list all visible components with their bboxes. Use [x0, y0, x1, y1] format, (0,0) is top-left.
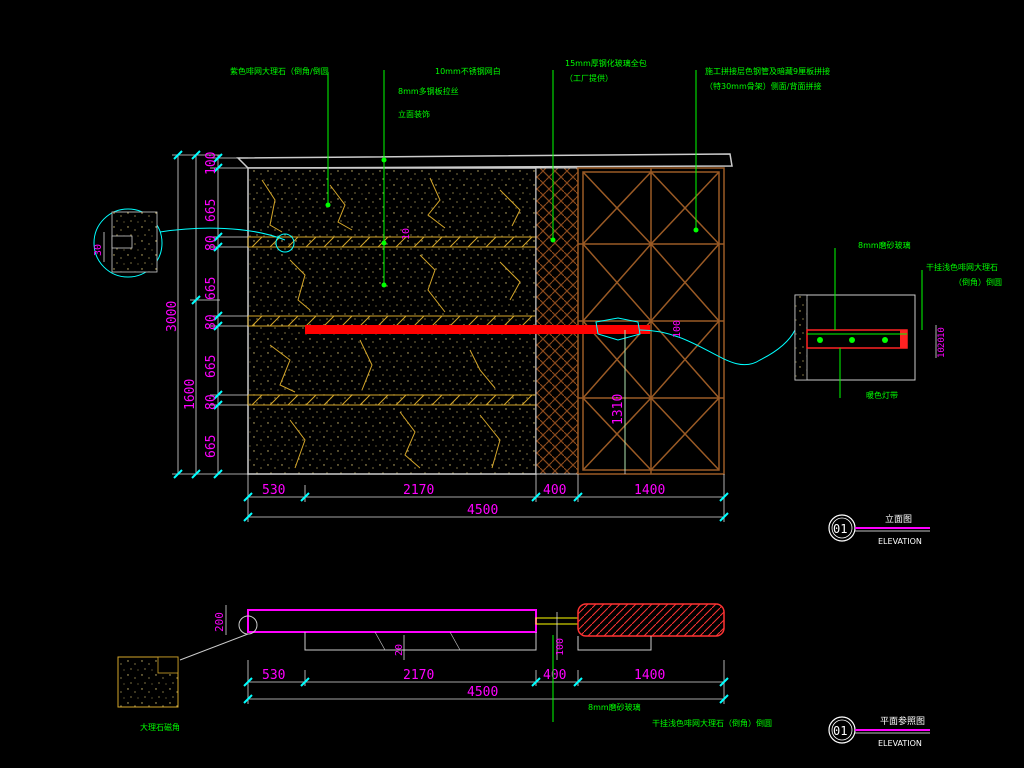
bar-dim: 10	[401, 228, 412, 240]
woven-panel	[535, 167, 579, 475]
detail-dim-b: 20	[937, 337, 947, 348]
note-frame-sub: （特30mm骨架）侧面/背面拼接	[705, 81, 821, 91]
dim-row3: 665	[204, 355, 219, 378]
hdim-1400: 1400	[634, 483, 665, 498]
elevation-view: 紫色啡网大理石（倒角/倒圆 10mm不锈钢网白 8mm多钢板拉丝 立面装饰 15…	[93, 58, 1002, 522]
note-facade: 立面装饰	[398, 109, 430, 119]
plan-hdim-1400: 1400	[634, 668, 665, 683]
plan-glass-base	[577, 636, 652, 651]
plan-counter-base	[304, 632, 537, 651]
dim-bar1: 80	[204, 235, 219, 251]
note-steel-plate: 8mm多钢板拉丝	[398, 86, 459, 96]
plan-hdim-530: 530	[262, 668, 285, 683]
plan-label-marble: 干挂浅色啡网大理石（倒角）倒圆	[652, 718, 772, 728]
right-detail	[794, 248, 937, 398]
note-glass: 15mm厚钢化玻璃全包	[565, 58, 647, 68]
dim-bar2: 80	[204, 314, 219, 330]
note-frame: 施工拼接层色钢管及暗藏9厘板拼接	[705, 66, 830, 76]
horizontal-ticks	[243, 492, 729, 522]
title-text-2: 平面参照图	[880, 715, 925, 727]
plan-label-corner: 大理石磁角	[140, 722, 180, 732]
plan-hatch-lines	[374, 631, 461, 651]
plan-view: 200 20 100 530 2170 400 1400 4500 8mm磨砂玻…	[117, 603, 772, 732]
title-block-plan: 01 平面参照图 ELEVATION	[828, 715, 930, 748]
detail-label-marble: 干挂浅色啡网大理石	[926, 262, 998, 272]
dim-total-height: 3000	[165, 301, 180, 332]
led-tag-dim: 100	[672, 320, 683, 338]
callout-dim: 30	[93, 244, 104, 256]
note-steel-top: 10mm不锈钢网白	[435, 66, 501, 76]
title-block-elevation: 01 立面图 ELEVATION	[828, 513, 930, 546]
horizontal-dimension-chain	[247, 474, 725, 522]
dim-led-height: 1310	[611, 394, 626, 425]
led-light-strip	[305, 325, 650, 334]
left-detail-callout: 30	[93, 208, 295, 278]
hdim-2170: 2170	[403, 483, 434, 498]
detail-label-led: 暖色灯带	[866, 390, 898, 400]
cornice	[236, 153, 733, 169]
title-number-1: 01	[833, 522, 847, 536]
plan-hdim-4500: 4500	[467, 685, 498, 700]
leader-dots	[325, 157, 699, 288]
dim-bar3: 80	[204, 394, 219, 410]
dim-cornice: 100	[204, 152, 219, 175]
vertical-dim-labels: 100 665 80 665 80 665 80 665 3000 1600	[165, 152, 219, 458]
detail-dim-c: 10	[937, 347, 947, 358]
plan-ticks	[243, 677, 729, 704]
led-height-dim: 1310	[611, 330, 626, 474]
note-glass-sub: （工厂提供）	[565, 73, 613, 83]
plan-label-glass: 8mm磨砂玻璃	[588, 702, 641, 712]
plan-glass-box	[577, 603, 725, 637]
marble-veins	[261, 177, 521, 469]
plan-hdim-400: 400	[543, 668, 566, 683]
detail-label-bevel: （倒角）倒圆	[954, 277, 1002, 287]
title-sub-2: ELEVATION	[878, 739, 922, 748]
hdim-400: 400	[543, 483, 566, 498]
dimension-ticks	[173, 150, 223, 479]
title-text-1: 立面图	[885, 513, 912, 525]
note-marble: 紫色啡网大理石（倒角/倒圆	[230, 66, 329, 76]
plan-dim-100: 100	[555, 638, 566, 656]
dim-row1: 665	[204, 199, 219, 222]
detail-label-glass: 8mm磨砂玻璃	[858, 240, 911, 250]
plan-dim-200: 200	[213, 612, 226, 632]
plan-hdim-2170: 2170	[403, 668, 434, 683]
led-callout	[595, 317, 796, 366]
detail-dim-a: 10	[937, 327, 947, 338]
steel-frame	[577, 167, 725, 475]
plan-vertical-dims	[225, 605, 558, 660]
dim-row2: 665	[204, 277, 219, 300]
dim-row4: 665	[204, 435, 219, 458]
plan-dim-20: 20	[394, 644, 405, 656]
hdim-530: 530	[262, 483, 285, 498]
title-sub-1: ELEVATION	[878, 537, 922, 546]
vertical-dimension-chain	[172, 154, 248, 475]
dim-partial-height: 1600	[183, 379, 198, 410]
plan-counter	[247, 609, 537, 633]
marble-panel	[247, 167, 537, 475]
hdim-4500: 4500	[467, 503, 498, 518]
title-number-2: 01	[833, 724, 847, 738]
